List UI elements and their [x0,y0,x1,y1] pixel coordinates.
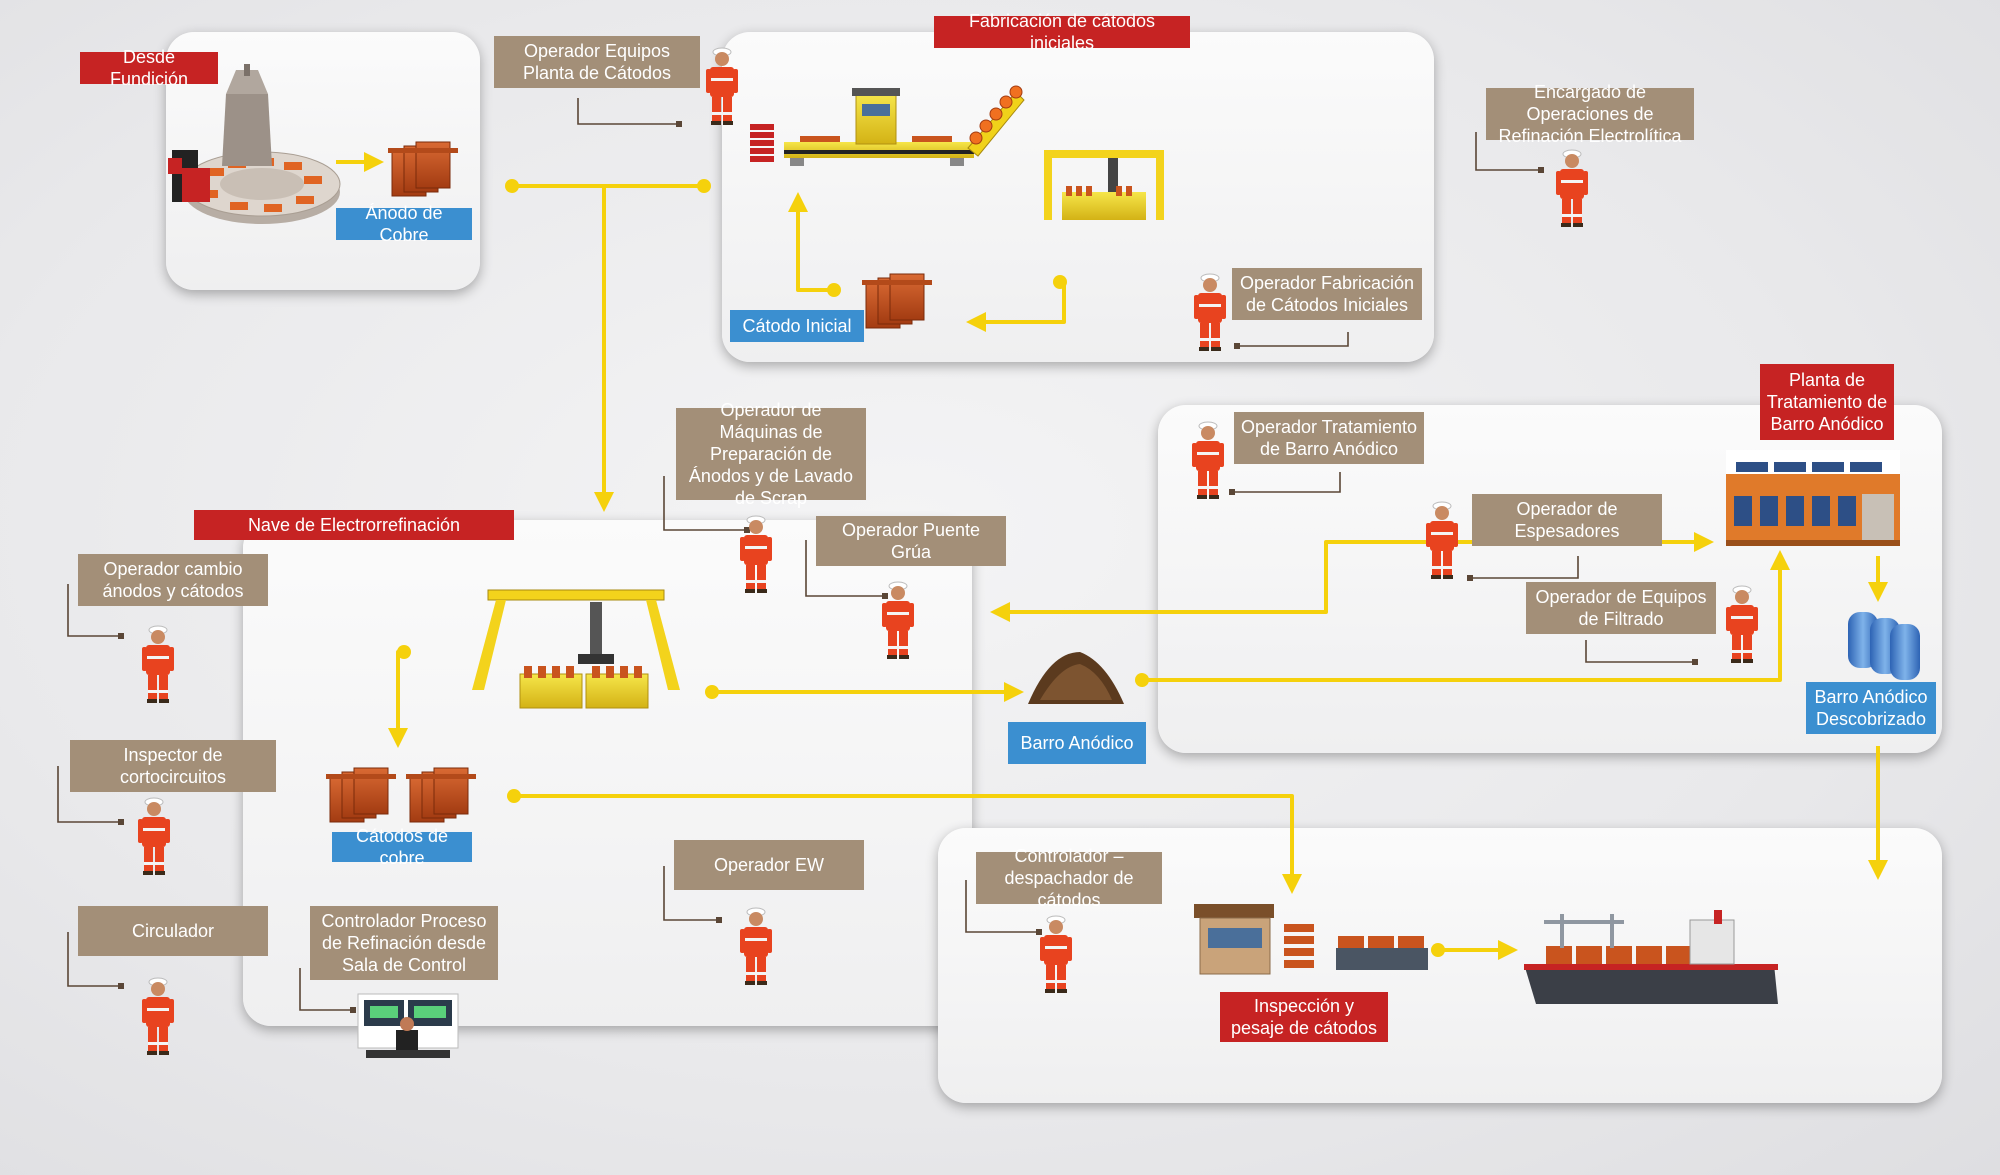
worker-icon [1726,585,1758,663]
label-op-maquinas: Operador de Máquinas de Preparación de Á… [676,400,866,508]
descopperized-slime-tanks [1848,612,1920,680]
dot-crane-right [705,685,719,699]
worker-icon [142,625,174,703]
connector-thickeners-return [990,540,1450,622]
label-encargado: Encargado de Operaciones de Refinación E… [1486,82,1694,146]
bracket-circulador [67,932,120,987]
label-op-ew: Operador EW [674,840,864,890]
bracket-op-maquinas [663,476,746,531]
bracket-encargado [1475,132,1540,171]
worker-icon [1192,421,1224,499]
anode-slime-pile [1028,652,1124,704]
worker-icon [1040,915,1072,993]
label-op-fabricacion: Operador Fabricación de Cátodos Iniciale… [1232,268,1422,320]
dot-slime [1135,673,1149,687]
cathode-fabrication-machine [750,85,1025,166]
cargo-ship [1524,910,1778,1004]
worker-icon [142,977,174,1055]
bracket-op-puente-grua [805,540,884,597]
label-op-cambio: Operador cambio ánodos y cátodos [78,554,268,606]
panel-title-fabricacion: Fabricación de cátodos iniciales [934,11,1190,53]
connector-slime-to-plant [1142,550,1790,682]
bracket-op-espesadores [1470,556,1579,579]
bracket-op-filtrado [1585,640,1694,663]
panel-title-electrorrefinacion: Nave de Electrorrefinación [194,510,514,540]
label-inspector: Inspector de cortocircuitos [70,740,276,792]
label-op-espesadores: Operador de Espesadores [1472,494,1662,546]
casting-wheel-illustration [168,64,341,224]
dot-crane-left [397,645,411,659]
bracket-controlador-despachador [965,880,1038,933]
label-barro-descobrizado: Barro Anódico Descobrizado [1806,682,1936,734]
treatment-plant-building [1726,450,1900,546]
worker-icon [740,515,772,593]
worker-icon [1426,501,1458,579]
dot-fabrication [697,179,711,193]
inspection-booth [1194,904,1428,975]
label-catodo-inicial: Cátodo Inicial [730,310,864,342]
cathode-fabrication-crane [1044,150,1164,220]
label-catodos-cobre: Cátodos de cobre [332,826,472,868]
panel-title-planta-tratamiento: Planta de Tratamiento de Barro Anódico [1760,364,1894,440]
bracket-inspector [57,766,120,823]
worker-icon [706,47,738,125]
label-desde-fundicion: Desde Fundición [80,47,218,89]
bracket-op-cambio [67,584,120,637]
dot-cathodes [507,789,521,803]
electrorefining-crane [472,589,680,709]
worker-icon [138,797,170,875]
worker-icon [882,581,914,659]
dot-inspection [1431,943,1445,957]
control-room-illustration [357,993,459,1058]
label-controlador-despachador: Controlador – despachador de cátodos [976,846,1162,910]
bracket-op-equipos-planta [577,98,678,125]
bracket-op-tratamiento [1232,472,1341,493]
label-barro-anodico: Barro Anódico [1008,722,1146,764]
worker-icon [740,907,772,985]
label-op-tratamiento: Operador Tratamiento de Barro Anódico [1234,412,1424,464]
label-op-puente-grua: Operador Puente Grúa [816,516,1006,566]
label-op-equipos-planta: Operador Equipos Planta de Cátodos [494,36,700,88]
worker-icon [1194,273,1226,351]
bracket-controlador-proceso [299,968,352,1011]
bracket-op-ew [663,866,718,921]
connector-initial-cathode-up [788,192,834,292]
label-op-filtrado: Operador de Equipos de Filtrado [1526,582,1716,634]
label-circulador: Circulador [78,906,268,956]
label-inspeccion-pesaje: Inspección y pesaje de cátodos [1220,992,1388,1042]
dot-fabrication-crane [1053,275,1067,289]
connector-cathodes-to-inspection [514,794,1302,894]
worker-icon [1556,149,1588,227]
label-controlador-proceso: Controlador Proceso de Refinación desde … [310,906,498,980]
dot-initial-cathode [827,283,841,297]
dot-anode [505,179,519,193]
bracket-op-fabricacion [1238,332,1349,347]
label-anodo-cobre: Ánodo de Cobre [336,203,472,245]
